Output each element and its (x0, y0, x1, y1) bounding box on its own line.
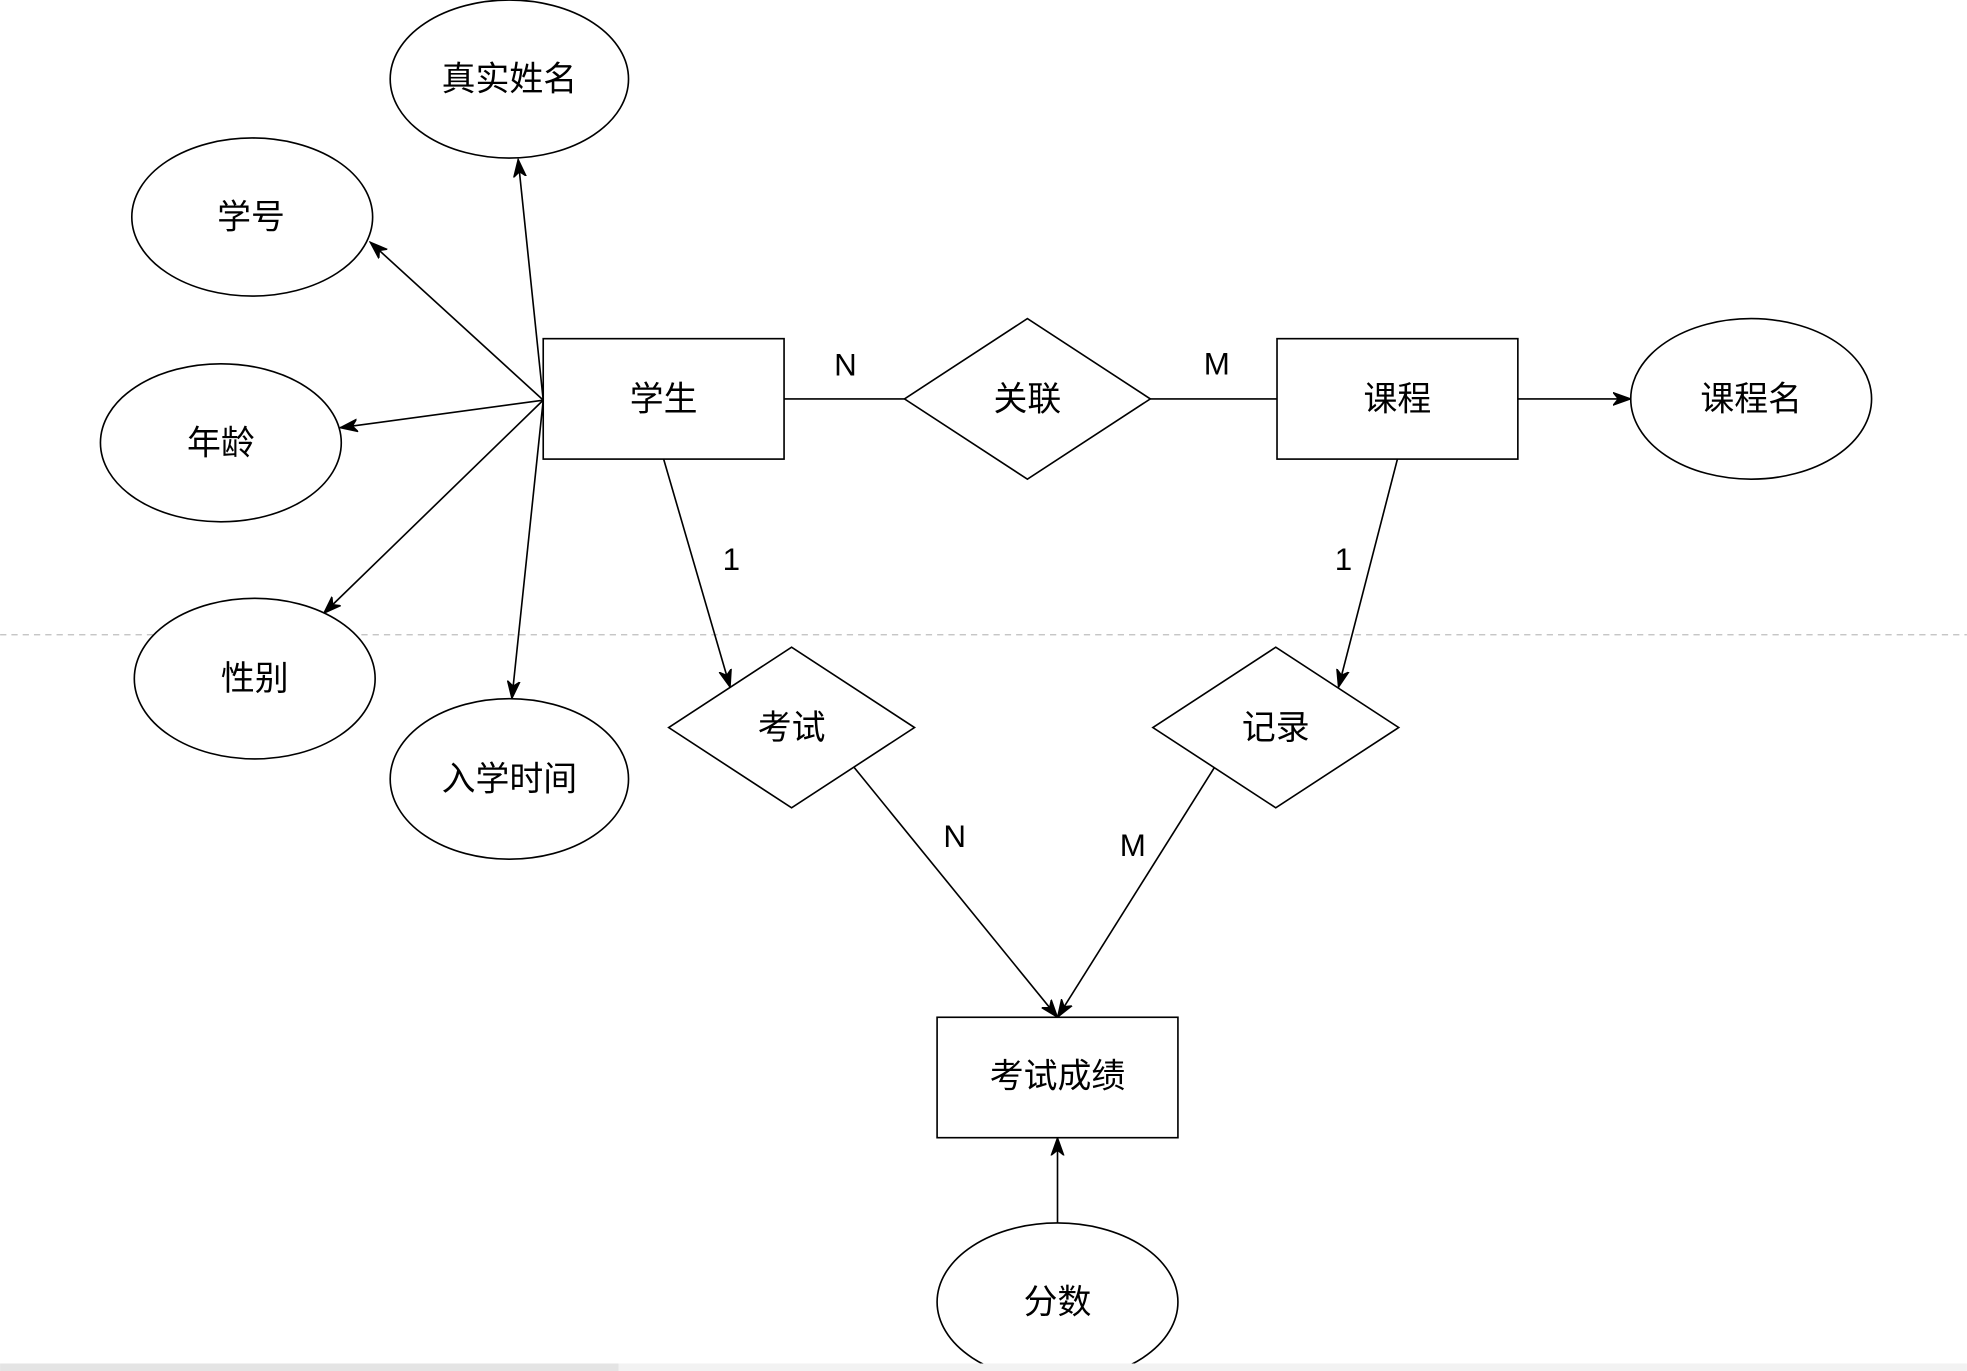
scrollbar-thumb[interactable] (0, 1363, 619, 1371)
attribute-gender-ellipse[interactable] (133, 597, 376, 760)
edge-student-gender[interactable] (324, 399, 544, 613)
attribute-student-id-label: 学号 (217, 198, 285, 237)
entity-exam-score[interactable]: 考试成绩 (936, 1016, 1179, 1139)
entity-course-label: 课程 (1364, 379, 1432, 418)
attribute-enroll-time[interactable]: 入学时间 (389, 697, 630, 861)
entity-course[interactable]: 课程 (1276, 337, 1519, 460)
relationship-exam-diamond[interactable] (667, 646, 917, 809)
attribute-gender-label: 性别 (221, 659, 289, 698)
entity-course-box[interactable] (1276, 337, 1519, 460)
edge-student-student-id[interactable] (370, 242, 544, 401)
cardinality-student-association: N (834, 348, 857, 383)
attribute-score-ellipse[interactable] (936, 1222, 1179, 1371)
edge-exam-exam-score[interactable] (853, 767, 1057, 1018)
entity-student[interactable]: 学生 (542, 337, 785, 460)
relationship-record-label: 记录 (1242, 708, 1310, 747)
attribute-real-name[interactable]: 真实姓名 (389, 0, 630, 159)
attribute-enroll-time-ellipse[interactable] (389, 697, 630, 861)
attribute-real-name-ellipse[interactable] (389, 0, 630, 159)
cardinality-record-to-score: M (1120, 828, 1146, 863)
relationship-association-diamond[interactable] (902, 317, 1152, 481)
attribute-gender[interactable]: 性别 (133, 597, 376, 760)
attribute-student-id-ellipse[interactable] (130, 137, 374, 297)
cardinality-exam-to-score: N (943, 819, 966, 854)
relationship-association-label: 关联 (994, 379, 1062, 418)
entity-exam-score-box[interactable] (936, 1016, 1179, 1139)
entity-student-label: 学生 (630, 379, 698, 418)
relationship-exam[interactable]: 考试 (667, 646, 917, 809)
edge-student-real-name[interactable] (518, 159, 545, 401)
horizontal-scrollbar[interactable] (0, 1363, 1967, 1371)
attribute-real-name-label: 真实姓名 (442, 60, 577, 99)
cardinality-course-association: M (1204, 346, 1230, 381)
entity-student-box[interactable] (542, 337, 785, 460)
attribute-score-label: 分数 (1024, 1283, 1092, 1322)
relationship-association[interactable]: 关联 (902, 317, 1152, 481)
attribute-course-name-ellipse[interactable] (1629, 317, 1873, 480)
attribute-age-label: 年龄 (187, 423, 255, 462)
edge-record-exam-score[interactable] (1058, 767, 1215, 1018)
edge-student-exam[interactable] (662, 458, 730, 687)
attribute-course-name-label: 课程名 (1700, 379, 1802, 418)
relationship-exam-label: 考试 (758, 708, 826, 747)
cardinality-course-record: 1 (1335, 542, 1352, 577)
edge-course-record[interactable] (1338, 458, 1399, 687)
attribute-age[interactable]: 年龄 (99, 362, 343, 523)
relationship-record[interactable]: 记录 (1151, 646, 1401, 809)
scrollbar-track[interactable] (0, 1363, 1967, 1371)
attribute-age-ellipse[interactable] (99, 362, 343, 523)
attribute-student-id[interactable]: 学号 (130, 137, 374, 297)
attribute-course-name[interactable]: 课程名 (1629, 317, 1873, 480)
cardinality-student-exam: 1 (723, 542, 740, 577)
attribute-score[interactable]: 分数 (936, 1222, 1179, 1371)
relationship-record-diamond[interactable] (1151, 646, 1401, 809)
attribute-enroll-time-label: 入学时间 (442, 759, 577, 798)
entity-exam-score-label: 考试成绩 (990, 1057, 1125, 1096)
edge-student-enroll-time[interactable] (512, 400, 545, 699)
edge-student-age[interactable] (340, 399, 544, 428)
